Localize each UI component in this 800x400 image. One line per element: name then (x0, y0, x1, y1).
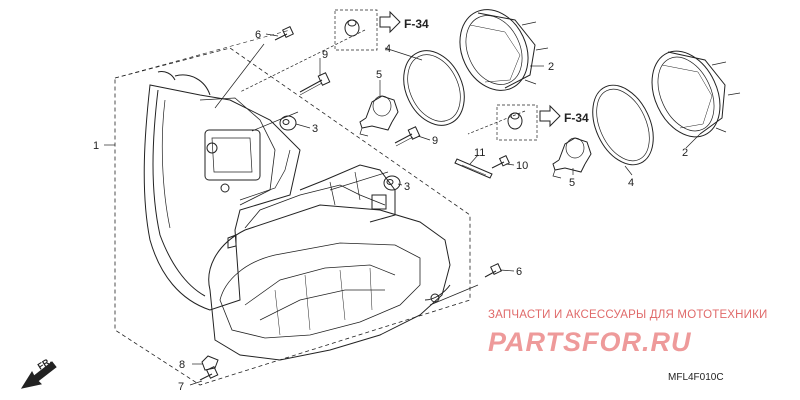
callout-1: 1 (93, 140, 99, 152)
seal-ring-4-left (403, 50, 465, 126)
callout-11: 11 (474, 147, 485, 159)
bolt-9-lower (394, 126, 421, 147)
callout-2-left: 2 (548, 61, 554, 73)
rubber-cap-middle (496, 104, 561, 141)
front-direction-arrow (20, 361, 57, 389)
bulb-5-right (552, 137, 592, 179)
headlight-lens (208, 184, 451, 361)
watermark-logo: PARTSFOR.RU (488, 327, 692, 357)
bolt-7 (199, 366, 219, 381)
screw-6-right (484, 263, 502, 278)
assembly-boundary (114, 47, 471, 386)
callout-3-upper: 3 (312, 123, 318, 135)
seal-ring-4-right (592, 84, 654, 166)
callout-8: 8 (179, 359, 185, 371)
headlight-housing (143, 71, 301, 311)
callout-6-top: 6 (255, 29, 261, 41)
mounting-bracket (299, 164, 396, 223)
callout-9-lower: 9 (432, 135, 438, 147)
grommet-3-lower (383, 175, 401, 191)
screw-10 (491, 155, 510, 169)
reference-label-middle: F-34 (564, 111, 589, 125)
callout-6-right: 6 (516, 266, 522, 278)
callout-4-left: 4 (385, 43, 391, 55)
callout-5-left: 5 (376, 69, 382, 81)
nut-8 (201, 355, 219, 371)
diagram-code: MFL4F010C (668, 372, 724, 383)
callout-5-right: 5 (569, 177, 575, 189)
callout-10: 10 (516, 160, 528, 172)
screw-6-top (274, 26, 294, 41)
bolt-9-upper (299, 72, 331, 96)
callout-9-upper: 9 (322, 49, 328, 61)
dust-cover-2-left (459, 9, 549, 91)
leader-lines (104, 29, 701, 386)
clip-11 (454, 158, 493, 179)
rubber-cap-top (334, 9, 401, 51)
reference-label-top: F-34 (404, 17, 429, 31)
callout-7: 7 (178, 381, 184, 393)
bulb-5-left (359, 95, 399, 137)
callout-4-right: 4 (628, 177, 634, 189)
callout-3-lower: 3 (404, 181, 410, 193)
dust-cover-2-right (651, 50, 741, 138)
watermark-tagline: ЗАПЧАСТИ И АКСЕССУАРЫ ДЛЯ МОТОТЕХНИКИ (488, 309, 768, 321)
callout-2-right: 2 (682, 147, 688, 159)
boundary-tie (114, 29, 291, 79)
